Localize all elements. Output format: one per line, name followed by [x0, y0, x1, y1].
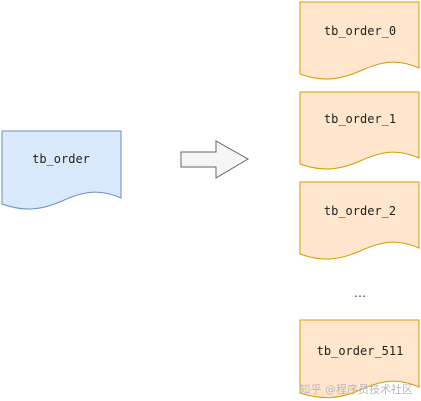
shard-node: tb_order_2 — [299, 181, 420, 260]
shard-shape — [299, 1, 420, 80]
shard-node: tb_order_1 — [299, 91, 420, 170]
shard-shape — [299, 181, 420, 260]
source-table-node: tb_order — [1, 130, 122, 210]
shard-label: tb_order_1 — [324, 112, 396, 126]
shard-node: tb_order_0 — [299, 1, 420, 80]
shard-label: tb_order_2 — [324, 204, 396, 218]
transform-arrow — [180, 140, 249, 179]
source-table-shape — [1, 130, 122, 210]
shard-node: tb_order_511 — [299, 319, 420, 398]
shard-label: tb_order_0 — [324, 24, 396, 38]
ellipsis-text: … — [354, 286, 366, 300]
shard-label: tb_order_511 — [317, 344, 404, 358]
shard-shape — [299, 91, 420, 170]
watermark-text: 知乎 @程序员技术社区 — [299, 383, 414, 396]
source-table-label: tb_order — [32, 152, 90, 166]
shard-shape — [299, 319, 420, 398]
